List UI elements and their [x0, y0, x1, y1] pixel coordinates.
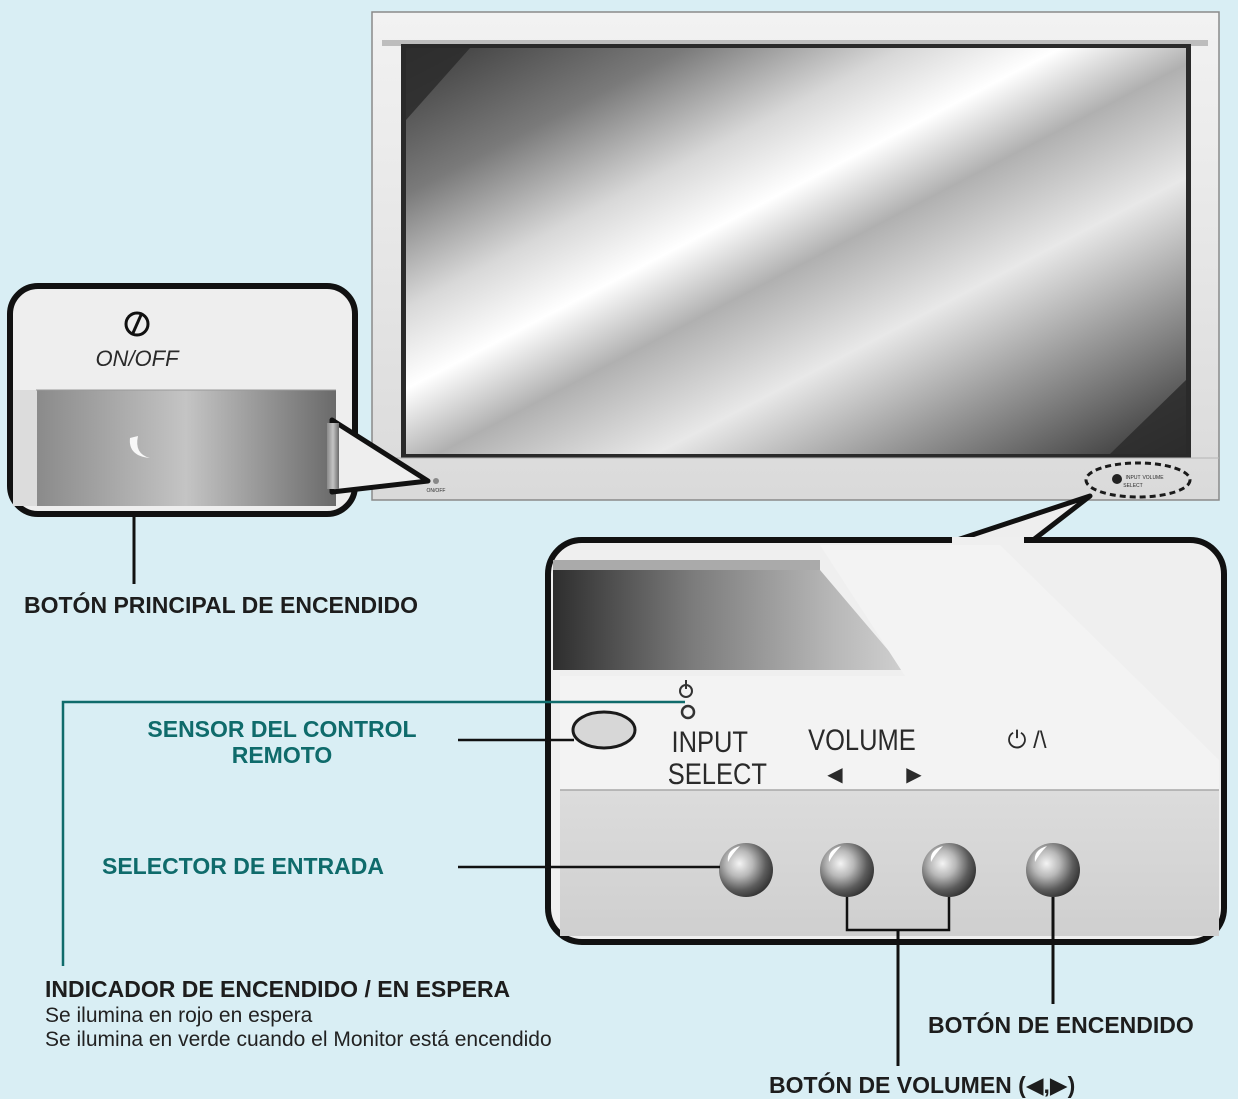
- monitor-main-power-dot: [433, 478, 439, 484]
- standby-indicator-led: [680, 704, 696, 720]
- volume-up-knob: [922, 843, 976, 897]
- leader-lines: [61, 514, 1055, 1066]
- volume-left-arrow-icon: ◀: [827, 764, 843, 786]
- monitor-mini-sensor: [1112, 474, 1122, 484]
- inset-power-zoom: ON/OFF: [7, 283, 431, 517]
- inset-volume-label: VOLUME: [808, 723, 916, 756]
- power-knob: [1026, 843, 1080, 897]
- inset-panel-bevel: [560, 545, 1219, 790]
- monitor: ON/OFF INPUT SELECT VOLUME: [371, 11, 1220, 501]
- remote-sensor-window: [571, 710, 637, 750]
- label-volume-button: BOTÓN DE VOLUMEN (◀,▶): [769, 1072, 1076, 1098]
- volume-down-knob: [820, 843, 874, 897]
- label-indicator-desc-red: Se ilumina en rojo en espera: [45, 1004, 313, 1027]
- label-main-power-button: BOTÓN PRINCIPAL DE ENCENDIDO: [24, 592, 419, 618]
- input-select-knob: [719, 843, 773, 897]
- inset-panel-dark-strip: [553, 570, 905, 670]
- monitor-top-trim: [382, 40, 1208, 46]
- label-indicator-title: INDICADOR DE ENCENDIDO / EN ESPERA: [45, 976, 511, 1002]
- screen-corner-shade-br: [1110, 380, 1186, 454]
- inset-panel-shelf: [560, 790, 1219, 936]
- monitor-mini-select: SELECT: [1123, 483, 1142, 489]
- monitor-control-highlight: [1084, 461, 1192, 499]
- volume-right-arrow-icon: ▶: [906, 764, 922, 786]
- monitor-small-power-label: ON/OFF: [427, 488, 446, 494]
- label-remote-sensor-line2: REMOTO: [231, 742, 333, 768]
- label-remote-sensor: SENSOR DEL CONTROL REMOTO: [108, 716, 456, 768]
- inset-select-label: SELECT: [668, 757, 767, 790]
- inset-panel-zoom: INPUT SELECT VOLUME ◀ ▶ ⏻ /\: [545, 493, 1227, 945]
- label-input-selector: SELECTOR DE ENTRADA: [102, 853, 384, 879]
- monitor-mini-volume: VOLUME: [1142, 475, 1164, 481]
- label-indicator-desc-green: Se ilumina en verde cuando el Monitor es…: [45, 1028, 552, 1051]
- inset-power-glyph-label: ⏻ /\: [1008, 727, 1047, 754]
- screen-corner-shade-tl: [406, 48, 470, 120]
- inset-power-label: ON/OFF: [95, 346, 180, 371]
- on-off-symbol-icon: [124, 311, 150, 337]
- inset-input-label: INPUT: [672, 725, 748, 758]
- label-power-button: BOTÓN DE ENCENDIDO: [928, 1012, 1194, 1038]
- label-remote-sensor-line1: SENSOR DEL CONTROL: [147, 716, 417, 742]
- inset-panel-callout-wedge: [942, 493, 1093, 547]
- inset-power-dark-band: [36, 390, 336, 506]
- monitor-screen: [406, 48, 1186, 454]
- leader-indicator: [61, 700, 685, 966]
- inset-power-button-glyph: [129, 436, 150, 458]
- monitor-mini-input: INPUT: [1126, 475, 1141, 481]
